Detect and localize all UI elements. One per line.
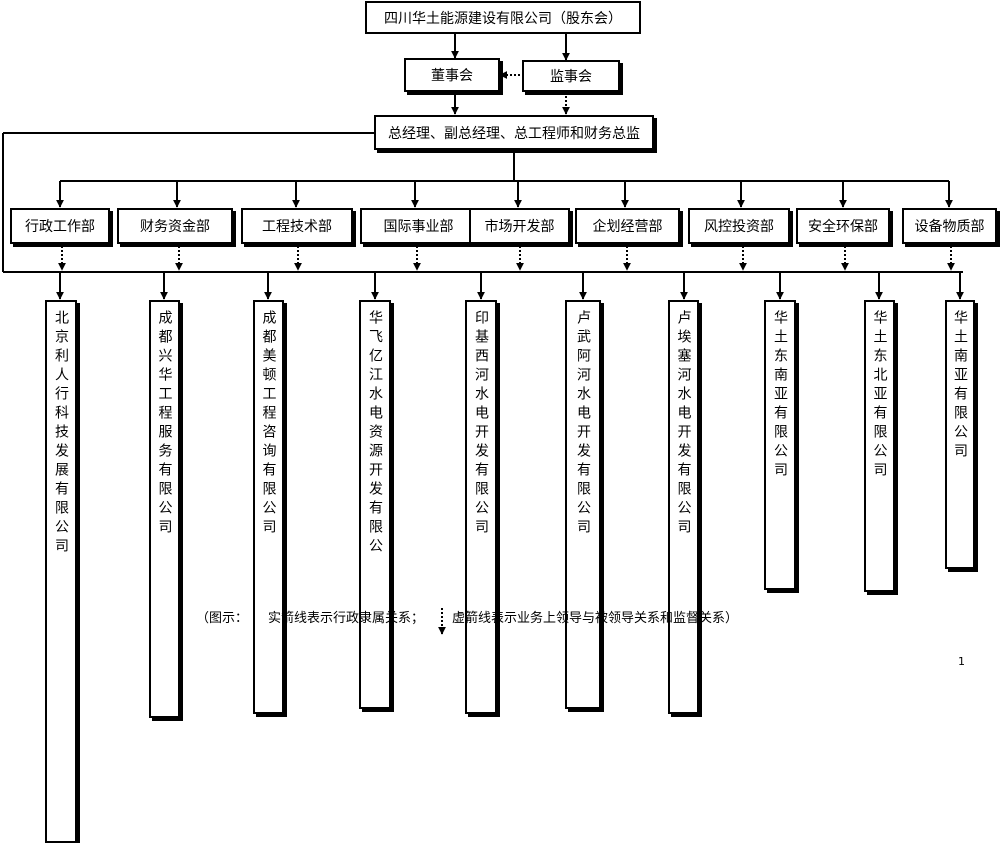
department-label: 设备物质部 [914, 219, 985, 235]
department-box: 安全环保部 [796, 208, 890, 244]
subsidiary-box: 卢埃塞河水电开发有限公司 [668, 300, 699, 714]
department-box: 行政工作部 [10, 208, 110, 244]
department-box: 工程技术部 [241, 208, 353, 244]
subsidiary-label: 成都兴华工程服务有限公司 [156, 310, 173, 538]
page-number: 1 [958, 655, 965, 668]
subsidiary-box: 成都美顿工程咨询有限公司 [253, 300, 284, 714]
department-label: 市场开发部 [484, 219, 555, 235]
org-chart-connectors [2, 34, 964, 635]
department-label: 安全环保部 [808, 219, 878, 235]
department-label: 国际事业部 [383, 219, 454, 235]
department-box: 财务资金部 [117, 208, 233, 244]
subsidiary-label: 卢武阿河水电开发有限公司 [575, 310, 591, 538]
subsidiary-label: 华土东南亚有限公司 [772, 310, 788, 481]
subsidiary-box: 印基西河水电开发有限公司 [465, 300, 497, 714]
board-label: 董事会 [431, 68, 473, 84]
department-label: 财务资金部 [140, 219, 210, 235]
management-label: 总经理、副总经理、总工程师和财务总监 [388, 125, 640, 142]
legend-dotted: 虚箭线表示业务上领导与被领导关系和监督关系） [452, 609, 738, 629]
subsidiary-box: 华土南亚有限公司 [945, 300, 975, 569]
subsidiary-box: 北京利人行科技发展有限公司 [45, 300, 77, 843]
legend-dotted-text: 虚箭线表示业务上领导与被领导关系和监督关系） [452, 611, 739, 626]
subsidiary-label: 成都美顿工程咨询有限公司 [260, 310, 277, 538]
department-box: 国际事业部 [360, 208, 477, 244]
subsidiary-label: 印基西河水电开发有限公司 [473, 310, 489, 538]
shareholders-label: 四川华土能源建设有限公司（股东会） [384, 10, 622, 27]
board-box: 董事会 [404, 58, 500, 92]
department-box: 企划经营部 [575, 208, 680, 244]
subsidiary-box: 华土东南亚有限公司 [764, 300, 796, 590]
department-label: 行政工作部 [25, 219, 95, 235]
shareholders-box: 四川华土能源建设有限公司（股东会） [365, 1, 641, 34]
subsidiary-label: 华土东北亚有限公司 [871, 310, 888, 481]
management-box: 总经理、副总经理、总工程师和财务总监 [374, 115, 654, 150]
legend-prefix: （图示： [196, 609, 248, 629]
legend-solid-text: 实箭线表示行政隶属关系； [268, 611, 425, 626]
subsidiary-label: 北京利人行科技发展有限公司 [53, 310, 69, 557]
department-label: 风控投资部 [704, 219, 774, 235]
department-box: 风控投资部 [688, 208, 790, 244]
department-box: 市场开发部 [469, 208, 570, 244]
department-label: 工程技术部 [262, 219, 332, 235]
subsidiary-box: 华飞亿江水电资源开发有限公 [359, 300, 391, 709]
legend-solid: 实箭线表示行政隶属关系； [268, 609, 424, 629]
subsidiary-label: 卢埃塞河水电开发有限公司 [675, 310, 692, 538]
subsidiary-box: 华土东北亚有限公司 [864, 300, 895, 592]
department-label: 企划经营部 [592, 219, 663, 235]
department-box: 设备物质部 [902, 208, 997, 244]
subsidiary-label: 华土南亚有限公司 [952, 310, 968, 462]
subsidiary-box: 成都兴华工程服务有限公司 [149, 300, 180, 718]
subsidiary-label: 华飞亿江水电资源开发有限公 [367, 310, 383, 557]
subsidiary-box: 卢武阿河水电开发有限公司 [565, 300, 601, 709]
legend-prefix-text: （图示： [196, 611, 249, 626]
supervisors-label: 监事会 [550, 69, 592, 85]
supervisors-box: 监事会 [522, 60, 620, 92]
